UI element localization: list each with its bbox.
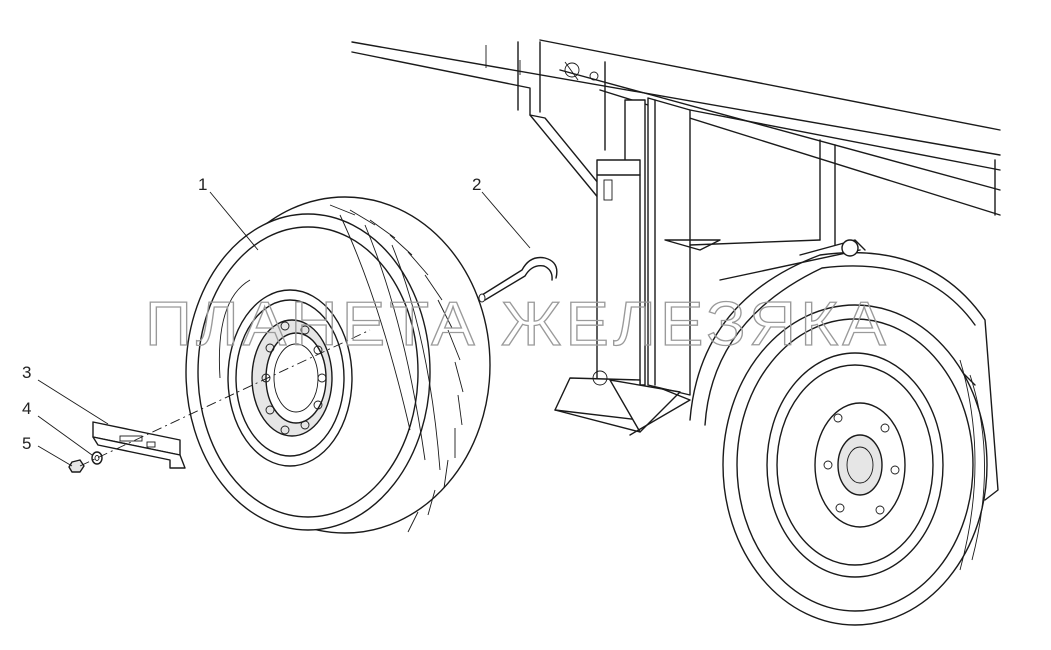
- spare-wheel: [185, 196, 491, 534]
- callout-1: 1: [198, 175, 207, 194]
- nut: [68, 459, 85, 473]
- callout-3: 3: [22, 363, 31, 382]
- hook-pin: [478, 256, 558, 303]
- washer: [91, 451, 103, 465]
- callout-4: 4: [22, 399, 31, 418]
- assembly-axis-line: [79, 329, 371, 467]
- trailer-frame: [351, 39, 1001, 246]
- clamp-bar: [92, 421, 186, 469]
- mounted-axle-wheel: [722, 304, 988, 626]
- watermark-text: ПЛАНЕТА ЖЕЛЕЗЯКА: [145, 290, 890, 359]
- callout-5: 5: [22, 434, 31, 453]
- callout-leaders: [37, 191, 531, 467]
- callout-2: 2: [472, 175, 481, 194]
- wheel-carrier-bracket: [554, 97, 821, 436]
